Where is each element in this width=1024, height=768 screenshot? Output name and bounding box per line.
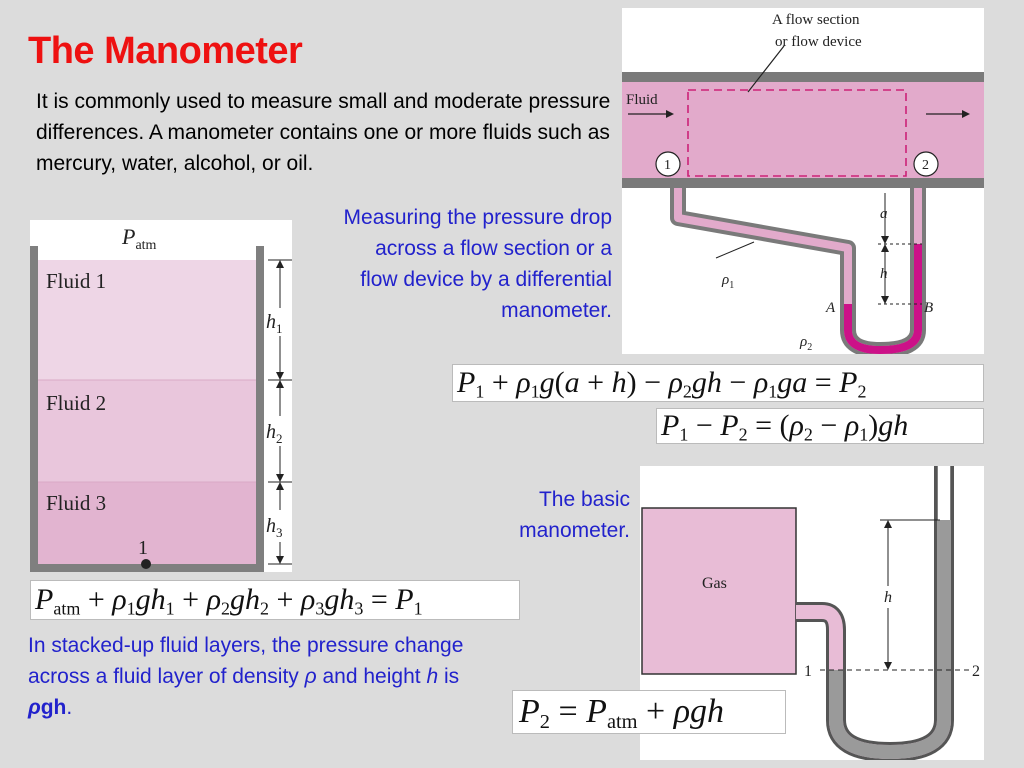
level-1-label: 1 [804, 663, 812, 680]
callout-line1: A flow section [772, 12, 860, 28]
intro-text: It is commonly used to measure small and… [36, 90, 611, 175]
level-2-label: 2 [972, 663, 980, 680]
stacked-fluids-figure: Patm Fluid 1 Fluid 2 Fluid 3 h1 h2 h3 1 [30, 220, 292, 572]
basic-equation: P2 = Patm + ρgh [512, 690, 786, 734]
fluid-label: Fluid [626, 92, 658, 108]
rho2-label: ρ2 [799, 334, 812, 353]
point-1-label: 1 [138, 537, 148, 559]
rho1-label: ρ1 [721, 272, 734, 291]
h1-label: h1 [266, 311, 283, 336]
point-1-label: 1 [664, 158, 671, 173]
h2-label: h2 [266, 421, 283, 446]
differential-equation-result: P1 − P2 = (ρ2 − ρ1)gh [656, 408, 984, 444]
fluid-3-label: Fluid 3 [46, 491, 106, 515]
differential-equation-full: P1 + ρ1g(a + h) − ρ2gh − ρ1ga = P2 [452, 364, 984, 402]
point-B-label: B [924, 300, 933, 316]
page-title: The Manometer [28, 30, 303, 72]
height-h-label: h [884, 589, 892, 606]
height-a-label: a [880, 206, 888, 222]
point-A-label: A [825, 300, 836, 316]
fluid-1-label: Fluid 1 [46, 269, 106, 293]
stacked-equation: Patm + ρ1gh1 + ρ2gh2 + ρ3gh3 = P1 [30, 580, 520, 620]
gas-label: Gas [702, 575, 727, 592]
flow-caption: Measuring the pressure drop across a flo… [343, 206, 612, 322]
patm-label: Patm [121, 224, 157, 253]
fluid-2-label: Fluid 2 [46, 391, 106, 415]
point-2-label: 2 [922, 158, 929, 173]
callout-line2: or flow device [775, 34, 862, 50]
height-h-label: h [880, 266, 888, 282]
h3-label: h3 [266, 515, 283, 540]
stacked-caption: In stacked-up fluid layers, the pressure… [28, 634, 464, 719]
basic-caption: The basic manometer. [519, 488, 630, 542]
differential-manometer-figure: A flow section or flow device Fluid 1 2 … [622, 8, 984, 354]
